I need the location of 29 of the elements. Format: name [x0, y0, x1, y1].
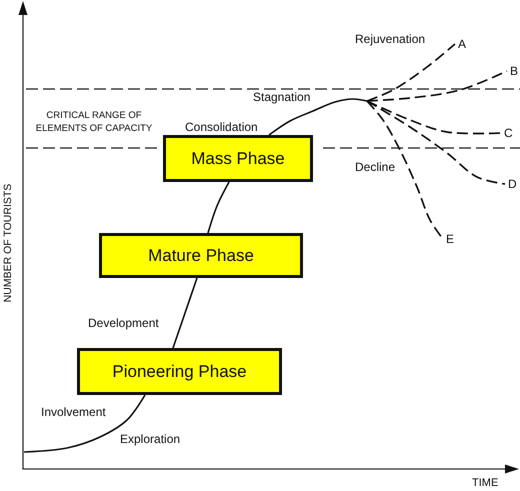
stage-label: Involvement — [41, 405, 106, 419]
scenario-letter: E — [443, 232, 454, 246]
phase-box — [77, 348, 282, 395]
dashed-curve-line — [366, 70, 508, 102]
curve-line — [24, 394, 146, 453]
dashed-curve-line — [366, 100, 502, 134]
phase-label: Mature Phase — [148, 246, 254, 266]
stage-label: Rejuvenation — [355, 32, 426, 46]
axis-title: TIME — [472, 476, 498, 490]
curve-line — [172, 278, 198, 348]
phase-label: Mass Phase — [191, 148, 285, 168]
stage-label: Decline — [355, 160, 396, 174]
stage-label: Development — [88, 316, 159, 330]
scenario-letter: B — [507, 64, 518, 78]
stage-label: Exploration — [120, 432, 180, 446]
dashed-curve-line — [366, 100, 506, 185]
range-label: CRITICAL RANGE OF ELEMENTS OF CAPACITY — [34, 109, 154, 135]
scenario-letter: A — [455, 37, 466, 51]
stage-label: Stagnation — [253, 90, 310, 104]
phase-box — [163, 135, 313, 182]
phase-label: Pioneering Phase — [112, 362, 247, 382]
axis-title: NUMBER OF TOURISTS — [1, 184, 15, 302]
dashed-curve-line — [366, 43, 456, 102]
scenario-letter: D — [505, 177, 517, 191]
phase-box — [99, 233, 303, 278]
curve-line — [207, 182, 230, 234]
curve-line — [268, 98, 368, 136]
stage-label: Consolidation — [185, 120, 258, 134]
scenario-letter: C — [501, 126, 513, 140]
